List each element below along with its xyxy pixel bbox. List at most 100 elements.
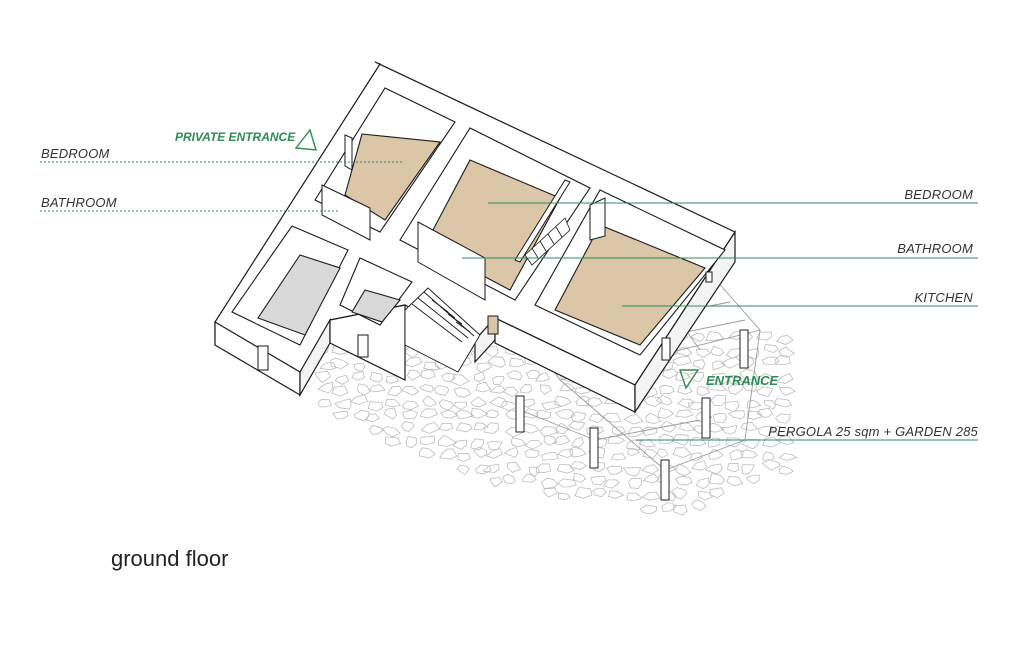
kitchen-label: KITCHEN (914, 290, 973, 305)
paving-stone (555, 422, 570, 435)
paving-stone (776, 335, 794, 345)
paving-stone (331, 385, 349, 397)
paving-stone (554, 409, 576, 420)
entrance-markers (294, 128, 700, 390)
paving-stone (401, 421, 415, 432)
paving-stone (489, 385, 506, 394)
paving-stone (695, 348, 711, 358)
paving-stone (756, 331, 773, 341)
paving-stone (473, 422, 489, 431)
paving-stone (506, 461, 522, 473)
paving-stone (483, 422, 500, 434)
paving-stone (472, 446, 487, 458)
paving-stone (755, 386, 774, 398)
paving-stone (509, 357, 526, 368)
paving-stone (543, 435, 558, 446)
paving-stone (437, 434, 458, 447)
paving-stone (557, 492, 571, 501)
paving-stone (420, 368, 436, 380)
paving-stone (692, 359, 706, 370)
paving-stone (741, 464, 755, 475)
paving-stone (455, 409, 475, 420)
paving-stone (552, 434, 571, 446)
paving-stone (535, 371, 551, 382)
paving-stone (330, 357, 350, 370)
paving-stone (385, 436, 401, 447)
paving-stone (402, 409, 418, 420)
paving-stone (639, 504, 658, 515)
paving-stone (492, 375, 505, 386)
paving-stone (677, 398, 694, 409)
paving-stone (470, 438, 484, 451)
left-bathroom-label: BATHROOM (41, 195, 117, 210)
paving-stone (438, 399, 455, 411)
paving-stone (626, 492, 643, 502)
paving-stone (776, 373, 794, 384)
paving-stone (741, 381, 758, 392)
paving-stone (543, 486, 559, 498)
paving-stone (762, 437, 782, 448)
paving-stone (539, 425, 560, 437)
paving-stone (727, 384, 745, 395)
paving-stone (712, 412, 728, 423)
paving-stone (622, 467, 642, 477)
paving-stone (556, 463, 575, 474)
paving-stone (662, 368, 678, 379)
paving-stone (602, 479, 620, 489)
paving-stone (473, 371, 486, 383)
paving-stone (642, 474, 660, 484)
paving-stone (603, 412, 622, 423)
paving-stone (778, 465, 794, 475)
paving-stone (454, 401, 467, 410)
paving-stone (724, 400, 740, 413)
paving-stone (727, 410, 746, 420)
paving-stone (745, 474, 760, 484)
paving-stone (485, 409, 499, 419)
paving-stone (489, 477, 503, 488)
paving-stone (774, 413, 791, 424)
paving-stone (357, 383, 371, 396)
paving-stone (559, 383, 576, 392)
paving-stone (757, 425, 773, 438)
right-bedroom-label: BEDROOM (904, 187, 973, 202)
paving-stone (710, 345, 725, 357)
paving-stone (387, 385, 403, 397)
right-bathroom-label: BATHROOM (897, 241, 973, 256)
paving-stone (708, 448, 725, 460)
left-bedroom-label: BEDROOM (41, 146, 110, 161)
paving-stone (368, 424, 384, 435)
paving-stone (572, 472, 587, 484)
paving-stone (433, 384, 450, 396)
paving-stone (438, 422, 454, 431)
paving-stone (746, 399, 762, 409)
paving-stone (659, 384, 675, 395)
paving-stone (569, 461, 588, 470)
entrance-label: ENTRANCE (706, 373, 779, 388)
paving-stone (535, 463, 551, 474)
paving-stone (674, 463, 692, 477)
paving-stone (368, 384, 386, 393)
private-entrance-label: PRIVATE ENTRANCE (175, 130, 296, 144)
doors (257, 271, 713, 371)
paving-stone (709, 487, 725, 499)
paving-stone (522, 398, 536, 408)
paving-stone (739, 449, 758, 459)
paving-stone (475, 381, 492, 393)
paving-stone (557, 478, 577, 488)
paving-stone (401, 385, 420, 396)
paving-stone (778, 453, 798, 461)
stairs-interior (524, 217, 571, 266)
paving-stone (313, 370, 331, 384)
paving-stone (482, 463, 500, 473)
paving-stone (570, 436, 584, 448)
paving-stone (607, 435, 626, 445)
paving-stone (725, 347, 742, 359)
paving-stone (383, 407, 397, 420)
paving-stone (628, 426, 646, 438)
paving-stone (384, 398, 402, 408)
paving-stone (712, 360, 726, 371)
pergola-garden-label: PERGOLA 25 sqm + GARDEN 285 (768, 424, 978, 439)
paving-stone (334, 398, 352, 410)
paving-stone (725, 437, 743, 448)
paving-stone (710, 394, 727, 407)
